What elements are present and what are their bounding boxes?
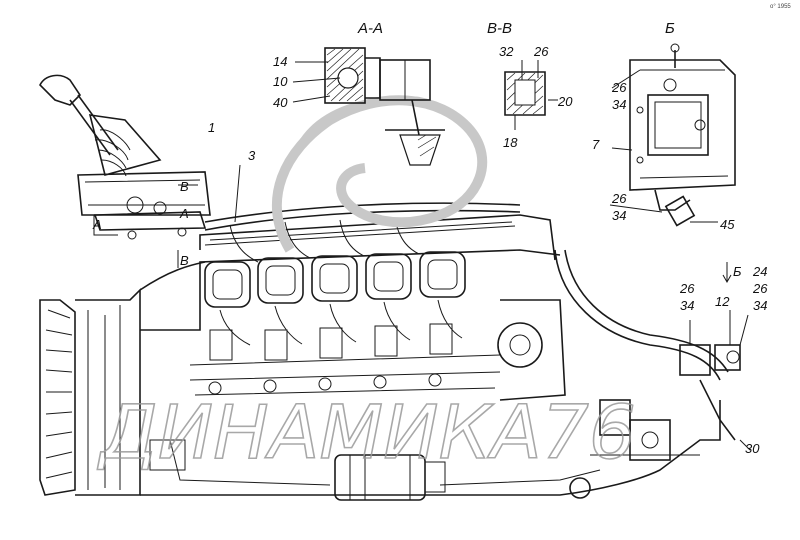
section-bb-title: B-B <box>487 20 512 37</box>
engine-block <box>39 214 721 501</box>
intake-ports <box>204 251 466 308</box>
background-swoosh <box>271 95 488 253</box>
callout-26-right-left: 26 <box>679 281 695 296</box>
section-mark-b-upper: B <box>180 179 189 194</box>
callout-24: 24 <box>752 264 767 279</box>
callout-14: 14 <box>273 54 287 69</box>
section-mark-b-lower: B <box>180 253 189 268</box>
callout-34-right: 34 <box>753 298 767 313</box>
callout-30: 30 <box>745 441 760 456</box>
callout-10: 10 <box>273 74 288 89</box>
callout-40: 40 <box>273 95 288 110</box>
callout-26-bb: 26 <box>533 44 549 59</box>
callout-20: 20 <box>557 94 573 109</box>
callout-18: 18 <box>503 135 518 150</box>
callout-34-right-left: 34 <box>680 298 694 313</box>
clutch-linkage <box>554 249 751 461</box>
callout-7: 7 <box>592 137 600 152</box>
view-b: Б <box>609 20 736 227</box>
callout-26-b-bottom: 26 <box>611 191 627 206</box>
block-bosses <box>189 323 501 396</box>
callout-26-b-top: 26 <box>611 80 627 95</box>
watermark-text: ДИНАМИКА76 <box>97 390 636 476</box>
callout-32: 32 <box>499 44 514 59</box>
callout-3: 3 <box>248 148 256 163</box>
section-mark-a-right: A <box>179 206 189 221</box>
view-b-title: Б <box>665 20 675 37</box>
section-mark-a-left: A <box>92 217 102 232</box>
callout-12: 12 <box>715 294 730 309</box>
section-aa: A-A <box>292 20 445 166</box>
section-aa-title: A-A <box>357 20 383 37</box>
callout-labels: 1 3 14 10 40 32 26 20 18 26 34 7 26 34 4… <box>92 44 768 456</box>
corner-id: o° 1955 <box>770 4 791 10</box>
callout-34-b-bottom: 34 <box>612 208 626 223</box>
callout-26-right: 26 <box>752 281 768 296</box>
view-arrow-b: Б <box>733 264 742 279</box>
callout-34-b-top: 34 <box>612 97 626 112</box>
starter-motor <box>334 454 446 501</box>
callout-1: 1 <box>208 120 215 135</box>
water-pump <box>497 322 543 368</box>
callout-45: 45 <box>720 217 735 232</box>
section-bb: B-B <box>487 20 558 130</box>
